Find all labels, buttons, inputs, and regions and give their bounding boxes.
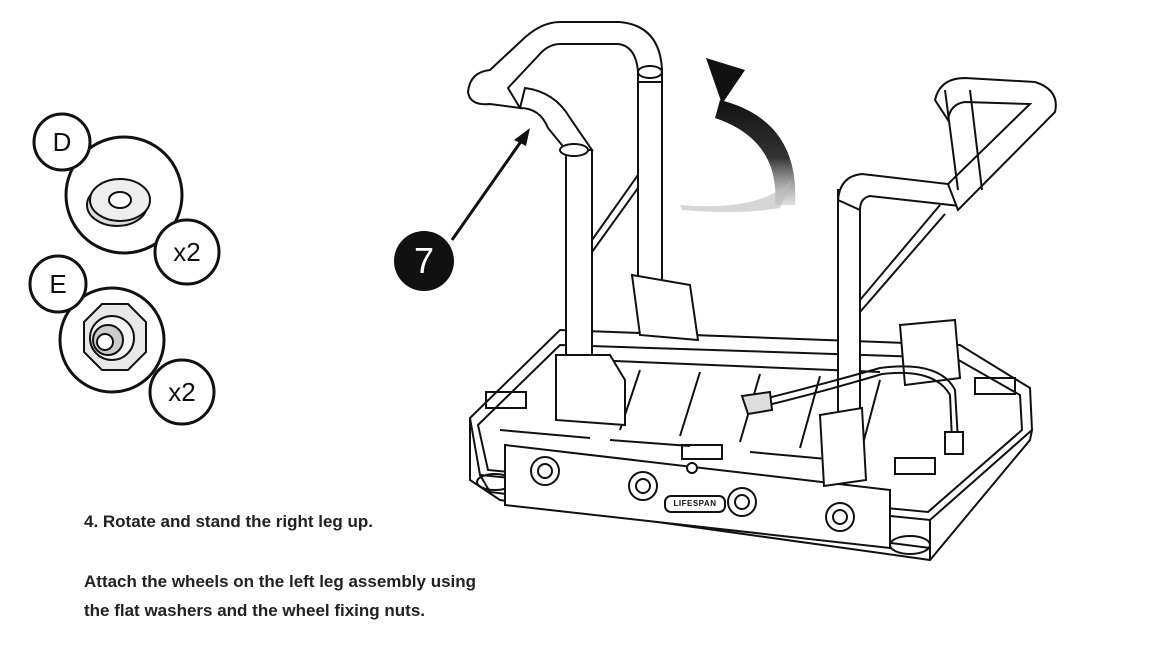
brand-logo: LIFESPAN xyxy=(673,499,717,508)
part-d-letter: D xyxy=(52,127,72,157)
right-leg xyxy=(818,76,1057,488)
callout-pointer-arrowhead xyxy=(514,128,530,146)
left-leg xyxy=(466,21,700,427)
part-e-quantity: x2 xyxy=(168,377,196,407)
callout-pointer-line xyxy=(450,139,524,241)
nut-e-detail xyxy=(28,254,216,426)
part-d-quantity: x2 xyxy=(173,237,201,267)
flat-washer-icon xyxy=(86,178,151,227)
instruction-line-1: Attach the wheels on the left leg assemb… xyxy=(84,572,477,591)
instruction-line-2: the flat washers and the wheel fixing nu… xyxy=(84,601,426,620)
side-panel xyxy=(504,443,891,550)
callout-badge xyxy=(394,231,454,291)
washer-d-detail xyxy=(32,112,221,286)
rotate-arrow-icon xyxy=(680,58,796,213)
part-e-letter: E xyxy=(49,269,67,299)
step-heading: 4. Rotate and stand the right leg up. xyxy=(84,512,374,531)
cable xyxy=(740,365,964,455)
wheel-fixing-nut-icon xyxy=(83,303,147,371)
callout-number: 7 xyxy=(413,240,435,281)
